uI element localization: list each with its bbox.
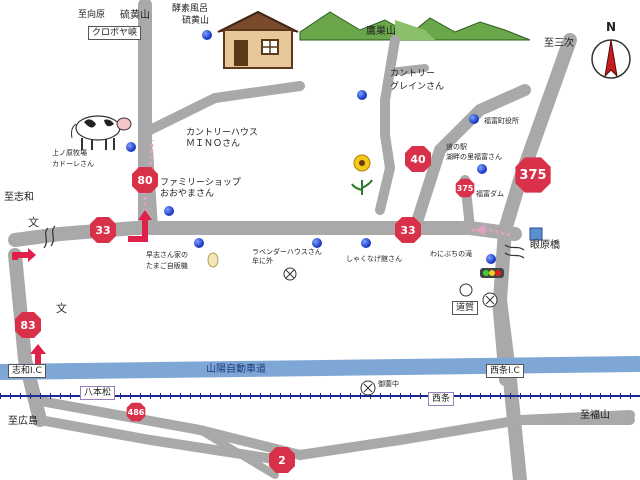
label-shakunage: しゃくなげ館さん [346,255,402,263]
route-375-marker-small: 375 [455,178,475,198]
location-marker-family-shop [164,206,174,216]
label-hayashi: 早志さん家の たまご自販機 [146,251,188,270]
house-illustration [217,10,299,69]
label-ryuosan: 硫黄山 [120,10,150,21]
route-375-marker-large: 375 [514,156,552,194]
label-fukutomi-dam: 福富ダム [476,190,504,198]
label-saijo-ic: 西条I.C [486,364,524,378]
flower-illustration [351,154,373,195]
label-family-shop: ファミリーショップ おおやまさん [160,178,241,199]
river-marks [43,225,525,259]
label-to-fukuyama: 至福山 [580,410,610,421]
label-doke: 道賀 [452,301,479,315]
label-michi-eki: 道の駅 湖畔の里福富さん [446,143,502,161]
location-marker-hayashi [194,238,204,248]
sanyo-expressway [0,356,640,380]
label-shikoyu: 至向原 [78,10,106,20]
location-marker-fukutomi-office [469,114,479,124]
route-2-marker: 2 [268,446,296,474]
road-network [8,0,635,480]
location-marker-kousei [202,30,212,40]
label-to-hiroshima: 至広島 [8,416,38,427]
label-san-ji: 至三次 [544,38,574,49]
label-saijo: 西条 [428,392,455,406]
location-marker-uenohara [126,142,136,152]
label-kurobokyo: クロボヤ峡 [88,26,142,40]
red-direction-arrows [12,210,152,364]
mountain-range [299,11,531,41]
route-83-marker: 83 [14,311,42,339]
label-country-grain: カントリー グレインさん [390,69,445,92]
route-33-marker-west: 33 [89,216,117,244]
label-mekarabashi: 眼原橋 [530,240,560,251]
label-lavender: ラベンダーハウスさん 牟に外 [252,248,322,265]
north-letter: N [605,20,617,34]
svg-text:文: 文 [28,215,39,229]
school-symbols [283,267,498,396]
label-mino: カントリーハウス ＭＩＮＯさん [186,128,258,149]
location-marker-country-grain [357,90,367,100]
north-arrow-icon [591,39,631,79]
label-hachihonmatsu: 八本松 [80,386,116,400]
label-fukutomi-office: 福富町役所 [484,117,519,125]
label-takasu: 鷹巣山 [366,26,396,37]
cow-illustration [71,115,132,150]
bridge-icon [529,227,543,241]
egg-icon [207,252,219,268]
route-486-marker: 486 [126,402,146,422]
svg-text:文: 文 [56,301,67,315]
label-shiwa-to: 至志和 [4,192,34,203]
route-33-marker-east: 33 [394,216,422,244]
compass: N [590,20,632,82]
route-80-marker: 80 [131,166,159,194]
label-sanyo-expressway: 山陽自動車道 [206,364,266,375]
location-marker-wanibuchi [486,254,496,264]
location-marker-shakunage [361,238,371,248]
location-marker-lavender [312,238,322,248]
route-40-marker: 40 [404,145,432,173]
label-uenohara: 上ノ原牧場 カドーレさん [52,149,94,168]
label-shiwa-ic: 志和I.C [8,364,46,378]
location-marker-michi-eki [477,164,487,174]
label-mitsu-chu: 御薗中 [378,380,399,388]
traffic-light-icon [480,268,504,278]
label-kousei: 酵素風呂 [172,4,209,14]
label-kousei-yama: 硫黄山 [182,16,210,26]
label-wanibuchi: わにぶちの滝 [430,250,473,258]
